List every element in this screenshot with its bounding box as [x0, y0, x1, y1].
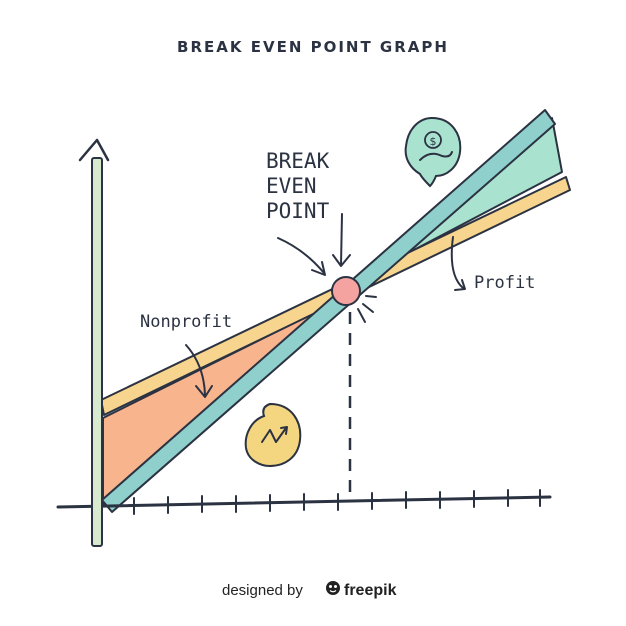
break-even-sparkles	[357, 295, 377, 323]
loss-bubble-icon	[244, 402, 302, 468]
break-even-arrows	[277, 213, 351, 276]
credit-brand: freepik	[344, 582, 397, 599]
y-axis	[78, 138, 110, 547]
profit-arrow	[450, 236, 466, 291]
svg-text:POINT: POINT	[266, 199, 330, 223]
break-even-point	[331, 276, 361, 306]
nonprofit-arrow	[185, 344, 213, 398]
credit-prefix: designed by	[222, 582, 303, 599]
x-axis	[56, 489, 552, 515]
profit-label: Profit	[474, 273, 535, 293]
diagram-title: BREAK EVEN POINT GRAPH	[177, 38, 449, 56]
revenue-line	[101, 109, 556, 513]
freepik-logo-icon	[326, 581, 340, 595]
break-even-label: BREAK EVEN POINT	[266, 149, 330, 223]
svg-text:$: $	[430, 135, 437, 148]
svg-text:BREAK: BREAK	[266, 149, 330, 173]
svg-text:EVEN: EVEN	[266, 174, 317, 198]
nonprofit-label: Nonprofit	[140, 312, 232, 332]
money-bubble-icon: $	[404, 116, 462, 188]
credit: designed by freepik	[222, 581, 397, 599]
